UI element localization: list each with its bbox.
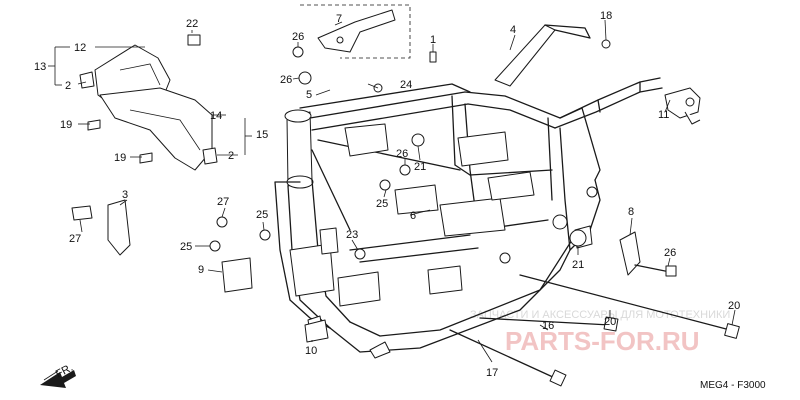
main-frame <box>274 24 663 359</box>
callout-5: 5 <box>306 89 312 101</box>
callout-1: 1 <box>430 34 436 46</box>
callout-7: 7 <box>336 13 342 25</box>
group-braces <box>48 65 252 137</box>
callout-26-mid: 26 <box>280 74 292 86</box>
long-bolts <box>449 264 740 387</box>
callout-11: 11 <box>658 109 669 121</box>
leader-lines <box>54 19 736 363</box>
callout-14: 14 <box>210 110 222 122</box>
callout-9: 9 <box>198 264 204 276</box>
callout-24: 24 <box>400 79 412 91</box>
callout-12: 12 <box>74 42 86 54</box>
callout-21-upper: 21 <box>414 161 426 173</box>
callout-27-center: 27 <box>217 196 229 208</box>
callout-21-lower: 21 <box>572 259 584 271</box>
callout-6: 6 <box>410 210 416 222</box>
callout-4: 4 <box>510 24 516 36</box>
callout-22: 22 <box>186 18 198 30</box>
front-direction-arrow <box>40 370 76 388</box>
callout-25-center: 25 <box>376 198 388 210</box>
callout-25-right: 25 <box>256 209 268 221</box>
callout-26-top: 26 <box>292 31 304 43</box>
callout-25-left: 25 <box>180 241 192 253</box>
bracket-11 <box>664 87 701 125</box>
callout-20-right: 20 <box>728 300 740 312</box>
callout-10: 10 <box>305 345 317 357</box>
callout-20-left: 20 <box>604 316 616 328</box>
callout-26-right: 26 <box>664 247 676 259</box>
callout-8: 8 <box>628 206 634 218</box>
callout-26-center: 26 <box>396 148 408 160</box>
callout-labels: 12 13 2 22 14 15 2 19 19 7 1 26 26 5 4 1… <box>34 10 740 379</box>
callout-27-left: 27 <box>69 233 81 245</box>
callout-23: 23 <box>346 229 358 241</box>
callout-19-lower: 19 <box>114 152 126 164</box>
watermark-caption: ЗАПЧАСТИ И АКСЕССУАРЫ ДЛЯ МОТОТЕХНИКИ <box>470 309 730 321</box>
fasteners <box>187 34 611 260</box>
diagram-code: MEG4 - F3000 <box>700 380 766 391</box>
bracket-7 <box>300 4 411 59</box>
callout-2-lower: 2 <box>228 150 234 162</box>
callout-2-upper: 2 <box>65 80 71 92</box>
callout-16: 16 <box>542 320 554 332</box>
callout-18: 18 <box>600 10 612 22</box>
callout-13: 13 <box>34 61 46 73</box>
callout-3: 3 <box>122 189 128 201</box>
callout-15: 15 <box>256 129 268 141</box>
watermark-brand: PARTS-FOR.RU <box>505 326 700 356</box>
side-cover-assembly <box>79 44 218 171</box>
callout-17: 17 <box>486 367 498 379</box>
callout-19-upper: 19 <box>60 119 72 131</box>
